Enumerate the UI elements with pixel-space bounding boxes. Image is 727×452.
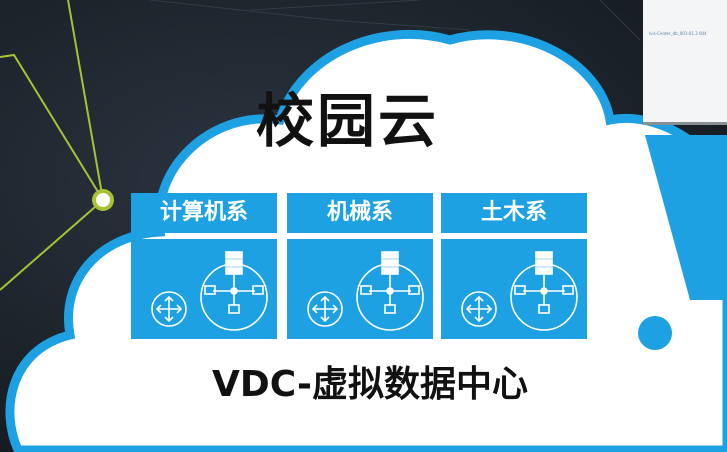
router-icon xyxy=(461,291,497,327)
department-panel xyxy=(131,239,277,339)
server-network-icon xyxy=(200,251,268,331)
department-card: 土木系 xyxy=(441,193,587,339)
department-label: 计算机系 xyxy=(131,193,277,233)
department-panel xyxy=(441,239,587,339)
diagram-title: 校园云 xyxy=(255,87,439,155)
router-icon xyxy=(307,291,343,327)
exclamation-dot xyxy=(638,316,672,350)
accent-lines xyxy=(0,0,104,291)
thumbnail-caption: Ivis-Center_db_001-01.3 004 xyxy=(649,31,707,36)
router-icon xyxy=(151,291,187,327)
department-label: 机械系 xyxy=(287,193,433,233)
accent-node xyxy=(92,189,114,211)
department-panel xyxy=(287,239,433,339)
department-card: 机械系 xyxy=(287,193,433,339)
server-network-icon xyxy=(510,251,578,331)
department-card: 计算机系 xyxy=(131,193,277,339)
department-label: 土木系 xyxy=(441,193,587,233)
exclamation-bar xyxy=(645,135,727,300)
diagram-footer: VDC-虚拟数据中心 xyxy=(212,364,528,405)
server-network-icon xyxy=(356,251,424,331)
thumbnail-window: Ivis-Center_db_001-01.3 004 xyxy=(643,0,727,125)
